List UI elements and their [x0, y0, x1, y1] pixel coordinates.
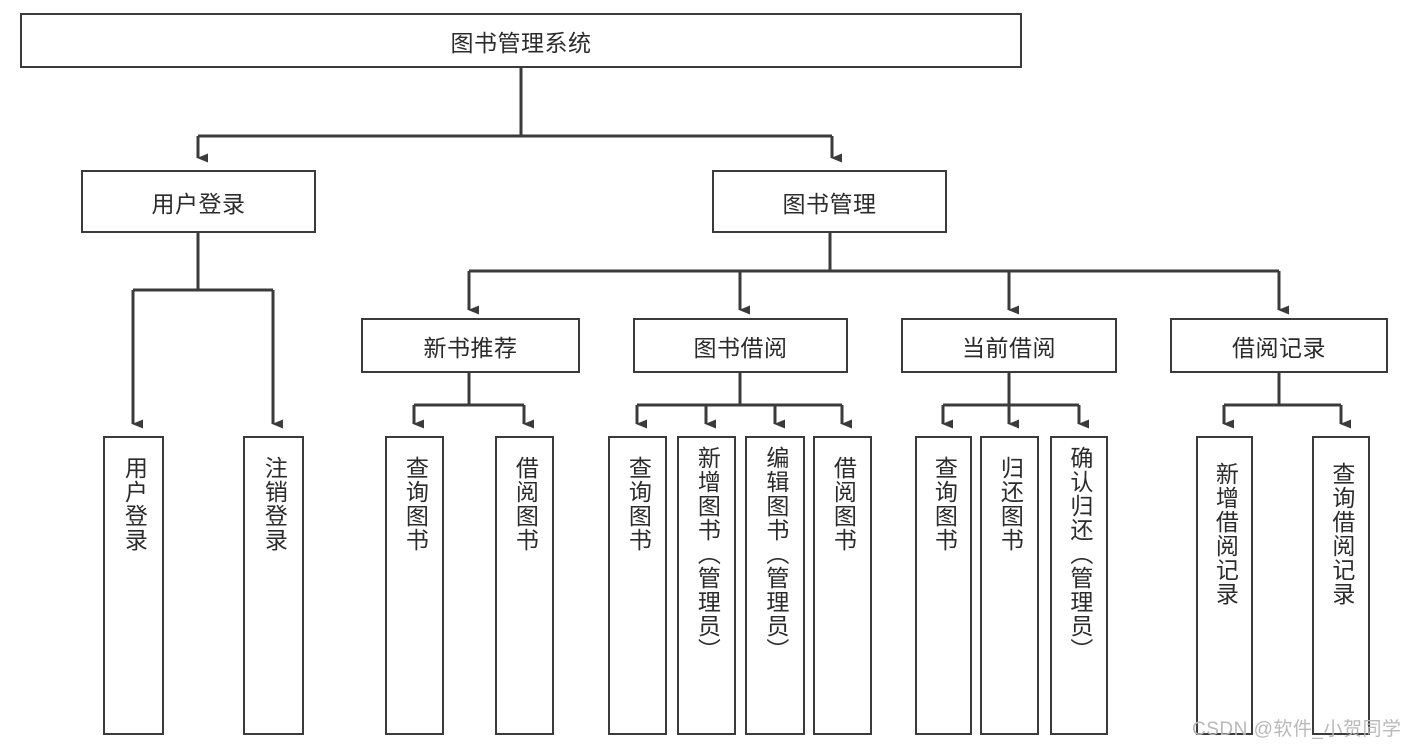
node-leaf-add-book[interactable]: 新增图书（管理员） — [677, 436, 736, 735]
node-book-borrow[interactable]: 图书借阅 — [633, 318, 848, 373]
node-current-borrow-label: 当前借阅 — [962, 334, 1056, 361]
node-user-login[interactable]: 用户登录 — [81, 170, 316, 233]
node-leaf-borrow-book-1-label: 借阅图书 — [512, 456, 539, 552]
node-leaf-borrow-book-2-label: 借阅图书 — [830, 456, 857, 552]
node-leaf-query-book-3[interactable]: 查询图书 — [915, 436, 972, 735]
node-borrow-record[interactable]: 借阅记录 — [1170, 318, 1388, 373]
node-leaf-query-book-1[interactable]: 查询图书 — [385, 436, 444, 735]
node-leaf-confirm-return-label: 确认归还（管理员） — [1066, 446, 1093, 662]
node-current-borrow[interactable]: 当前借阅 — [901, 318, 1117, 373]
node-leaf-query-book-2-label: 查询图书 — [625, 456, 652, 552]
node-leaf-confirm-return[interactable]: 确认归还（管理员） — [1050, 436, 1108, 735]
node-book-manage-label: 图书管理 — [782, 190, 877, 217]
node-leaf-borrow-book-2[interactable]: 借阅图书 — [813, 436, 872, 735]
node-leaf-query-book-2[interactable]: 查询图书 — [608, 436, 667, 735]
node-leaf-return-book-label: 归还图书 — [997, 456, 1024, 552]
node-new-book-rec[interactable]: 新书推荐 — [361, 318, 580, 373]
node-leaf-logout[interactable]: 注销登录 — [243, 436, 304, 735]
node-new-book-rec-label: 新书推荐 — [423, 334, 518, 361]
node-leaf-add-book-label: 新增图书（管理员） — [694, 446, 721, 662]
node-borrow-record-label: 借阅记录 — [1232, 334, 1326, 361]
node-leaf-add-record-label: 新增借阅记录 — [1212, 462, 1239, 606]
node-leaf-user-login-label: 用户登录 — [121, 456, 148, 552]
node-root[interactable]: 图书管理系统 — [20, 13, 1022, 68]
node-leaf-query-record[interactable]: 查询借阅记录 — [1312, 436, 1370, 735]
node-root-label: 图书管理系统 — [450, 29, 592, 56]
node-leaf-user-login[interactable]: 用户登录 — [103, 436, 164, 735]
node-leaf-query-book-1-label: 查询图书 — [402, 456, 429, 552]
node-leaf-edit-book-label: 编辑图书（管理员） — [762, 446, 789, 662]
node-book-borrow-label: 图书借阅 — [693, 334, 788, 361]
node-leaf-borrow-book-1[interactable]: 借阅图书 — [495, 436, 554, 735]
node-book-manage[interactable]: 图书管理 — [712, 170, 947, 233]
node-user-login-label: 用户登录 — [151, 190, 246, 217]
node-leaf-add-record[interactable]: 新增借阅记录 — [1196, 436, 1253, 735]
node-leaf-return-book[interactable]: 归还图书 — [980, 436, 1039, 735]
csdn-watermark: CSDN @软件_小贺同学 — [1192, 719, 1402, 740]
node-leaf-query-book-3-label: 查询图书 — [931, 456, 958, 552]
node-leaf-query-record-label: 查询借阅记录 — [1328, 462, 1355, 606]
node-leaf-logout-label: 注销登录 — [261, 456, 288, 552]
node-leaf-edit-book[interactable]: 编辑图书（管理员） — [745, 436, 805, 735]
